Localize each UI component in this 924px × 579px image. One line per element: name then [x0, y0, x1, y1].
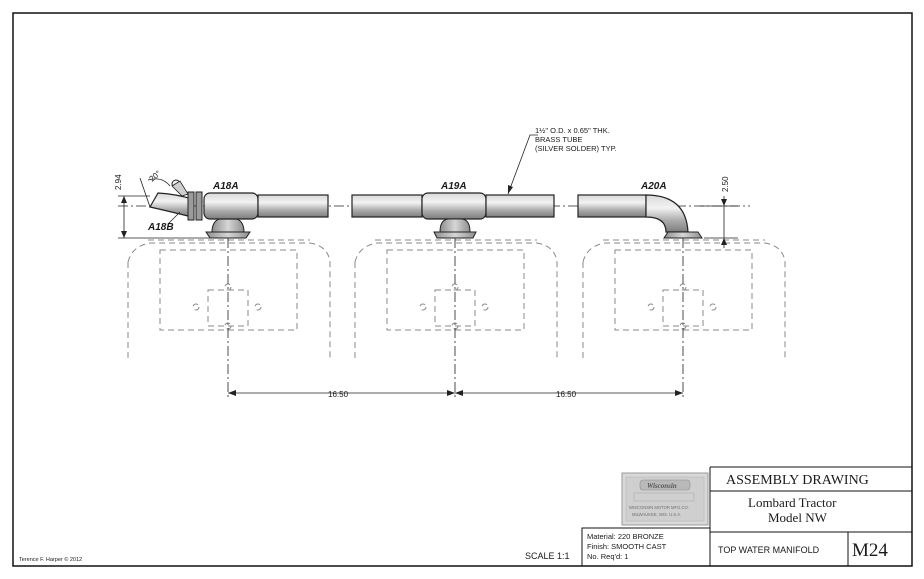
dim-height-right: 2.50 — [721, 176, 730, 192]
dim-height-left: 2.94 — [114, 174, 123, 190]
dim-spacing-left: 16.50 — [328, 390, 349, 399]
sheet-border — [12, 12, 913, 567]
manifold-section-a19 — [351, 192, 555, 239]
quantity-required: No. Req'd: 1 — [587, 552, 628, 561]
part-label-a19a: A19A — [440, 181, 467, 192]
dimension-lines — [118, 134, 738, 396]
part-name: TOP WATER MANIFOLD — [718, 545, 820, 555]
cylinder-head-2 — [354, 239, 558, 360]
logo-brand: Wisconsin — [647, 482, 677, 490]
note-line-2: BRASS TUBE — [535, 135, 582, 144]
assembly-title: ASSEMBLY DRAWING — [726, 473, 869, 488]
note-line-1: 1½" O.D. x 0.65" THK. — [535, 126, 610, 135]
scale-label: SCALE 1:1 — [525, 551, 570, 561]
wisconsin-logo-plate: Wisconsin WISCONSIN MOTOR MFG.CO. MILWAU… — [621, 472, 709, 526]
note-line-3: (SILVER SOLDER) TYP. — [535, 144, 617, 153]
part-labels: A18A A18B A19A A20A — [147, 181, 667, 233]
dim-spacing-right: 16.50 — [556, 390, 577, 399]
cylinder-head-outlines — [127, 239, 786, 360]
finish-spec: Finish: SMOOTH CAST — [587, 542, 667, 551]
logo-line-2: MILWAUKEE, WIS. U.S.A. — [632, 512, 681, 517]
tube-note: 1½" O.D. x 0.65" THK. BRASS TUBE (SILVER… — [535, 126, 617, 153]
author-credit: Terence F. Harper © 2012 — [19, 556, 82, 563]
title-block: ASSEMBLY DRAWING Lombard Tractor Model N… — [19, 466, 912, 567]
material-spec: Material: 220 BRONZE — [587, 532, 664, 541]
project-line-2: Model NW — [768, 510, 828, 525]
drawing-number: M24 — [852, 540, 888, 561]
cylinder-head-3 — [582, 239, 786, 360]
dim-angle: 20° — [148, 169, 163, 184]
part-label-a20a: A20A — [640, 181, 667, 192]
part-label-a18b: A18B — [147, 222, 174, 233]
project-line-1: Lombard Tractor — [748, 495, 837, 510]
logo-line-1: WISCONSIN MOTOR MFG.CO. — [629, 505, 689, 510]
manifold-section-a18 — [149, 179, 329, 239]
cylinder-head-1 — [127, 239, 331, 360]
part-label-a18a: A18A — [212, 181, 239, 192]
manifold-section-a20 — [577, 194, 703, 239]
